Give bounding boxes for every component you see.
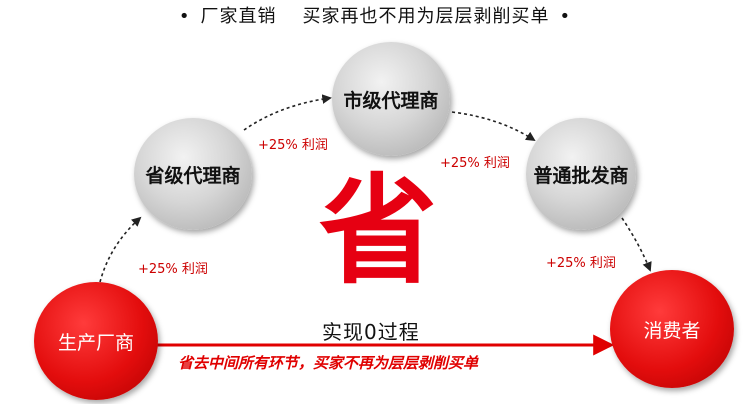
node-consumer-label: 消费者 (643, 319, 701, 342)
headline-part-1: 厂家直销 (200, 6, 277, 27)
node-wholesale-label: 普通批发商 (533, 164, 629, 187)
node-manufacturer: 生产厂商 (34, 282, 158, 400)
arrow-city-to-wholesale (451, 111, 536, 142)
arrow-provincial-to-city (243, 94, 332, 131)
profit-label-1: +25% 利润 (138, 262, 208, 277)
node-consumer: 消费者 (610, 270, 734, 388)
headline-part-2: 买家再也不用为层层剥削买单 (302, 6, 550, 27)
node-provincial: 省级代理商 (134, 118, 252, 230)
node-provincial-label: 省级代理商 (145, 164, 241, 187)
headline: • 厂家直销 买家再也不用为层层剥削买单 • (0, 2, 750, 28)
save-character: 省 (318, 161, 437, 300)
tagline: 省去中间所有环节，买家不再为层层剥削买单 (178, 354, 479, 372)
arrow-manufacturer-to-provincial (99, 216, 142, 283)
node-city: 市级代理商 (332, 42, 450, 156)
profit-label-2: +25% 利润 (258, 138, 328, 153)
node-city-label: 市级代理商 (343, 89, 439, 112)
arrow-wholesale-to-consumer (621, 217, 652, 272)
bullet-right: • (559, 6, 572, 27)
profit-label-3: +25% 利润 (440, 156, 510, 171)
node-wholesale: 普通批发商 (526, 118, 636, 230)
process-label: 实现0过程 (322, 320, 420, 344)
profit-label-4: +25% 利润 (546, 256, 616, 271)
bullet-left: • (178, 6, 191, 27)
node-manufacturer-label: 生产厂商 (57, 331, 134, 354)
